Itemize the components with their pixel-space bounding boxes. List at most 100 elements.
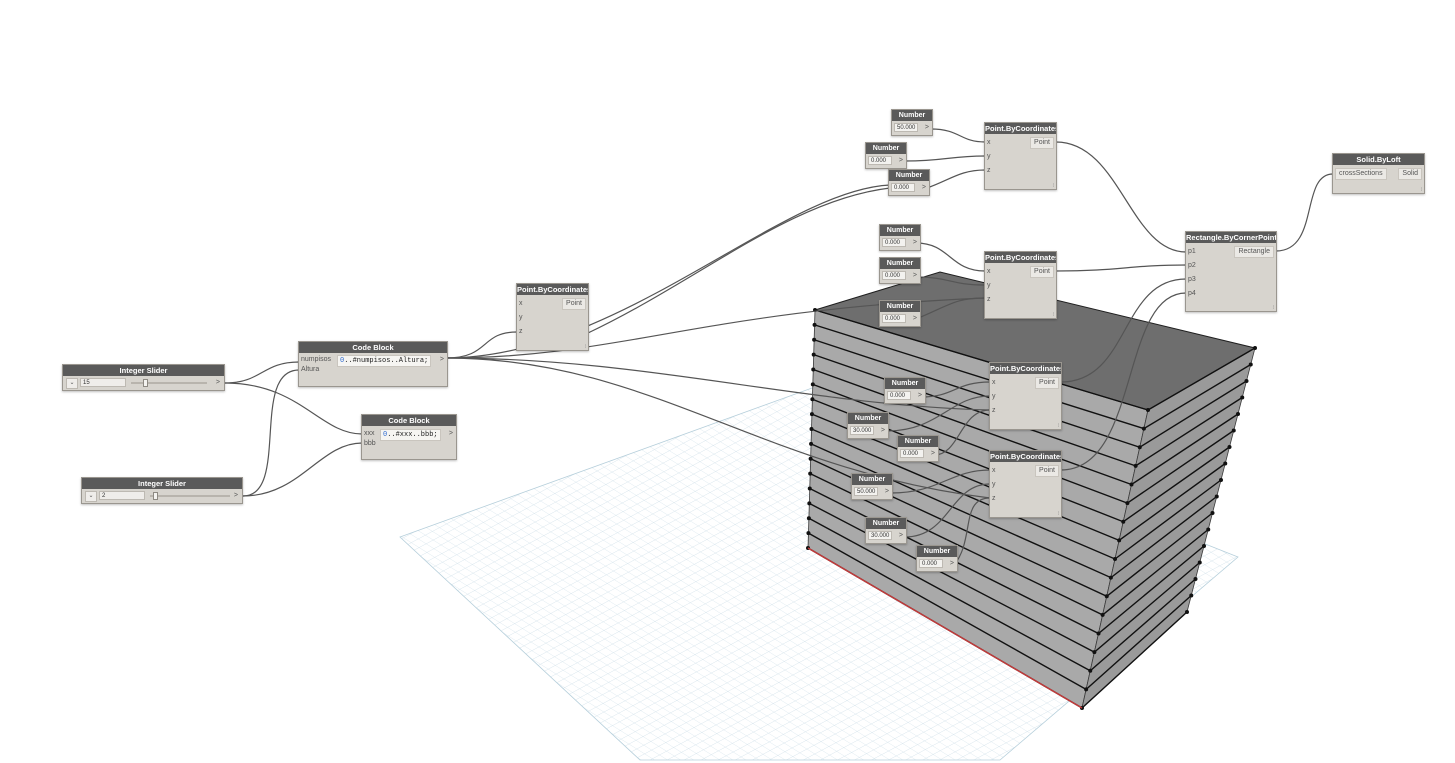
code-block-1[interactable]: Code Block numpisos Altura 0..#numpisos.… xyxy=(298,341,448,387)
output-port[interactable]: > xyxy=(884,488,889,495)
rectangle-by-corner-points[interactable]: Rectangle.ByCornerPoints p1 p2 p3 p4 Rec… xyxy=(1185,231,1277,312)
number-input[interactable]: 30.000 xyxy=(868,531,892,540)
output-port[interactable]: > xyxy=(215,379,220,386)
point-by-coordinates-4[interactable]: Point.ByCoordinates x y z Point ⁞ xyxy=(989,450,1062,518)
code-editor[interactable]: 0..#numpisos..Altura; xyxy=(337,355,432,367)
number-input[interactable]: 0.000 xyxy=(900,449,924,458)
input-port-y[interactable]: y xyxy=(519,314,523,321)
chevron-down-icon[interactable]: ⌄ xyxy=(66,378,78,389)
solid-by-loft[interactable]: Solid.ByLoft crossSections Solid ⁞ xyxy=(1332,153,1425,194)
number-node-12[interactable]: Number 0.000 > xyxy=(916,545,958,572)
slider-value[interactable]: 15 xyxy=(80,378,126,387)
output-port[interactable]: > xyxy=(930,450,935,457)
lacing-icon[interactable]: ⁞ xyxy=(1057,511,1059,517)
output-port[interactable]: > xyxy=(898,532,903,539)
output-port[interactable]: > xyxy=(949,560,954,567)
input-port-altura[interactable]: Altura xyxy=(301,366,320,373)
point-by-coordinates-1[interactable]: Point.ByCoordinates x y z Point ⁞ xyxy=(984,122,1057,190)
point-by-coordinates-main[interactable]: Point.ByCoordinates x y z Point ⁞ xyxy=(516,283,589,351)
input-port-numpisos[interactable]: numpisos xyxy=(301,356,331,363)
slider-track[interactable] xyxy=(131,382,207,384)
input-port-xxx[interactable]: xxx xyxy=(364,430,375,437)
input-port-y[interactable]: y xyxy=(987,282,991,289)
integer-slider-1[interactable]: Integer Slider ⌄ 15 > xyxy=(62,364,225,391)
output-port[interactable]: > xyxy=(921,184,926,191)
number-input[interactable]: 0.000 xyxy=(868,156,892,165)
input-port-p1[interactable]: p1 xyxy=(1188,248,1196,255)
slider-thumb[interactable] xyxy=(143,379,148,387)
number-input[interactable]: 0.000 xyxy=(891,183,915,192)
number-input[interactable]: 50.000 xyxy=(894,123,918,132)
input-port-x[interactable]: x xyxy=(987,268,991,275)
input-port-x[interactable]: x xyxy=(992,467,996,474)
output-port[interactable]: > xyxy=(880,427,885,434)
output-port-solid[interactable]: Solid xyxy=(1398,168,1422,180)
input-port-crosssections[interactable]: crossSections xyxy=(1335,168,1387,180)
point-by-coordinates-3[interactable]: Point.ByCoordinates x y z Point ⁞ xyxy=(989,362,1062,430)
number-node-11[interactable]: Number 30.000 > xyxy=(865,517,907,544)
output-port-rectangle[interactable]: Rectangle xyxy=(1234,246,1274,258)
lacing-icon[interactable]: ⁞ xyxy=(1052,183,1054,189)
code-editor[interactable]: 0..#xxx..bbb; xyxy=(380,429,441,441)
input-port-y[interactable]: y xyxy=(992,393,996,400)
input-port-p2[interactable]: p2 xyxy=(1188,262,1196,269)
input-port-x[interactable]: x xyxy=(519,300,523,307)
input-port-y[interactable]: y xyxy=(987,153,991,160)
input-port-x[interactable]: x xyxy=(987,139,991,146)
output-port[interactable]: > xyxy=(917,392,922,399)
number-input[interactable]: 0.000 xyxy=(882,271,906,280)
lacing-icon[interactable]: ⁞ xyxy=(584,344,586,350)
number-input[interactable]: 0.000 xyxy=(919,559,943,568)
input-port-x[interactable]: x xyxy=(992,379,996,386)
number-node-10[interactable]: Number 50.000 > xyxy=(851,473,893,500)
chevron-down-icon[interactable]: ⌄ xyxy=(85,491,97,502)
input-port-bbb[interactable]: bbb xyxy=(364,440,376,447)
lacing-icon[interactable]: ⁞ xyxy=(1272,305,1274,311)
number-node-3[interactable]: Number 0.000 > xyxy=(888,169,930,196)
lacing-icon[interactable]: ⁞ xyxy=(1057,423,1059,429)
number-node-5[interactable]: Number 0.000 > xyxy=(879,257,921,284)
output-port[interactable]: > xyxy=(912,239,917,246)
output-port-point[interactable]: Point xyxy=(1035,465,1059,477)
output-port[interactable]: > xyxy=(898,157,903,164)
number-node-2[interactable]: Number 0.000 > xyxy=(865,142,907,169)
output-port[interactable]: > xyxy=(912,272,917,279)
number-node-7[interactable]: Number 0.000 > xyxy=(884,377,926,404)
output-port[interactable]: > xyxy=(924,124,929,131)
output-port-point[interactable]: Point xyxy=(1030,266,1054,278)
number-node-8[interactable]: Number 30.000 > xyxy=(847,412,889,439)
input-port-y[interactable]: y xyxy=(992,481,996,488)
input-port-p4[interactable]: p4 xyxy=(1188,290,1196,297)
number-input[interactable]: 0.000 xyxy=(882,314,906,323)
input-port-z[interactable]: z xyxy=(992,495,996,502)
output-port[interactable]: > xyxy=(448,430,453,437)
output-port[interactable]: > xyxy=(233,492,238,499)
input-port-z[interactable]: z xyxy=(987,167,991,174)
number-node-4[interactable]: Number 0.000 > xyxy=(879,224,921,251)
slider-value[interactable]: 2 xyxy=(99,491,145,500)
number-input[interactable]: 0.000 xyxy=(887,391,911,400)
input-port-z[interactable]: z xyxy=(992,407,996,414)
code-block-2[interactable]: Code Block xxx bbb 0..#xxx..bbb; > xyxy=(361,414,457,460)
output-port[interactable]: > xyxy=(439,356,444,363)
input-port-z[interactable]: z xyxy=(519,328,523,335)
number-input[interactable]: 30.000 xyxy=(850,426,874,435)
number-input[interactable]: 0.000 xyxy=(882,238,906,247)
integer-slider-2[interactable]: Integer Slider ⌄ 2 > xyxy=(81,477,243,504)
output-port-point[interactable]: Point xyxy=(1030,137,1054,149)
lacing-icon[interactable]: ⁞ xyxy=(1420,187,1422,193)
point-by-coordinates-2[interactable]: Point.ByCoordinates x y z Point ⁞ xyxy=(984,251,1057,319)
input-port-p3[interactable]: p3 xyxy=(1188,276,1196,283)
input-port-z[interactable]: z xyxy=(987,296,991,303)
lacing-icon[interactable]: ⁞ xyxy=(1052,312,1054,318)
output-port-point[interactable]: Point xyxy=(1035,377,1059,389)
number-node-1[interactable]: Number 50.000 > xyxy=(891,109,933,136)
number-input[interactable]: 50.000 xyxy=(854,487,878,496)
output-port-point[interactable]: Point xyxy=(562,298,586,310)
number-node-9[interactable]: Number 0.000 > xyxy=(897,435,939,462)
number-node-6[interactable]: Number 0.000 > xyxy=(879,300,921,327)
slider-thumb[interactable] xyxy=(153,492,158,500)
slider-track[interactable] xyxy=(150,495,230,497)
output-port[interactable]: > xyxy=(912,315,917,322)
